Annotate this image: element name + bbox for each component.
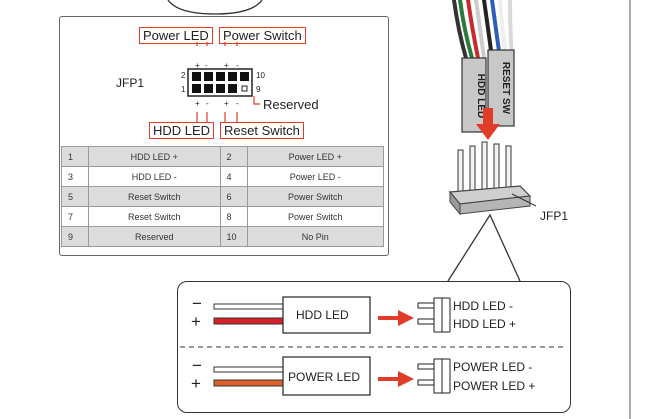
power-arrow: [378, 371, 414, 387]
polarity-mark: -: [236, 99, 239, 108]
polarity-mark: +: [195, 61, 200, 70]
hdd-led-callout: HDD LED: [149, 122, 215, 139]
connector-illustration: HDD LED RESET SW: [448, 0, 537, 216]
polarity-mark: -: [205, 61, 208, 70]
pin-number: 10: [256, 71, 265, 80]
header-pin-grid: + - + - + - + - 2 1 10 9: [181, 42, 265, 122]
polarity-mark: +: [224, 61, 229, 70]
hdd-led-box-label: HDD LED: [296, 308, 349, 322]
reset-switch-callout: Reset Switch: [220, 122, 304, 139]
polarity-mark: +: [195, 99, 200, 108]
power-led-callout: Power LED: [139, 27, 213, 44]
polarity-mark: +: [224, 99, 229, 108]
pin-number: 9: [256, 85, 261, 94]
polarity-mark: -: [206, 99, 209, 108]
pin-number: 1: [181, 85, 186, 94]
table-row: 3 HDD LED - 4 Power LED -: [61, 166, 385, 187]
power-pin-minus: POWER LED -: [453, 360, 533, 374]
power-switch-callout: Power Switch: [219, 27, 306, 44]
insert-arrow: [476, 108, 500, 140]
power-minus: −: [192, 356, 202, 375]
header-label: JFP1: [116, 76, 145, 90]
table-row: 1 HDD LED + 2 Power LED +: [61, 146, 385, 167]
power-led-box-label: POWER LED: [288, 370, 361, 384]
table-row: 7 Reset Switch 8 Power Switch: [61, 206, 385, 227]
hdd-minus: −: [192, 294, 202, 313]
power-plus: +: [191, 374, 201, 393]
reserved-label: Reserved: [263, 97, 319, 112]
pin-number: 2: [181, 71, 186, 80]
hdd-pin-plus: HDD LED +: [453, 317, 517, 331]
connector-label: JFP1: [540, 209, 569, 223]
connector-text-left: HDD LED: [475, 74, 486, 118]
pin-table: 1 HDD LED + 2 Power LED + 3 HDD LED - 4 …: [61, 146, 385, 247]
hdd-plus: +: [191, 312, 201, 331]
connector-text-right: RESET SW: [500, 62, 511, 115]
pinout-panel: [59, 16, 389, 256]
power-pin-plus: POWER LED +: [453, 379, 536, 393]
table-row: 9 Reserved 10 No Pin: [61, 226, 385, 247]
hdd-arrow: [378, 310, 414, 326]
table-row: 5 Reset Switch 6 Power Switch: [61, 186, 385, 207]
hdd-pin-minus: HDD LED -: [453, 299, 514, 313]
polarity-mark: -: [236, 61, 239, 70]
